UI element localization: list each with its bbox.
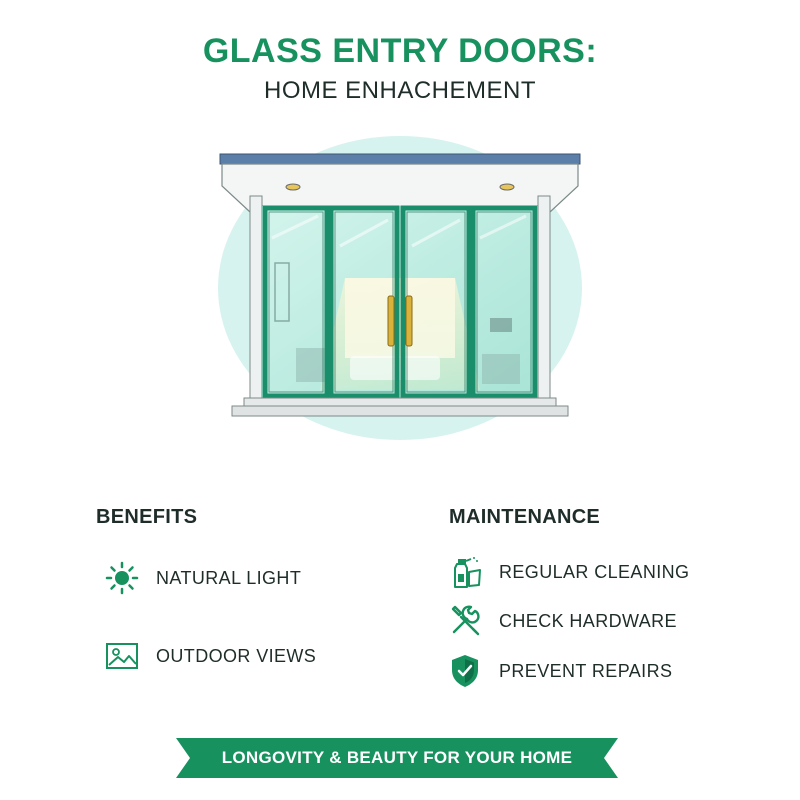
chair-left <box>296 348 326 382</box>
wall-art <box>274 262 290 322</box>
maintenance-item-check-hardware: CHECK HARDWARE <box>447 603 677 639</box>
maintenance-item-regular-cleaning: REGULAR CLEANING <box>447 554 689 590</box>
roof <box>219 153 581 165</box>
maintenance-heading: MAINTENANCE <box>449 506 601 528</box>
spray-bottle-icon <box>447 554 483 590</box>
benefit-item-natural-light: NATURAL LIGHT <box>104 560 301 596</box>
base-step <box>231 405 569 417</box>
door-handle-left <box>387 295 395 347</box>
canopy <box>221 163 579 213</box>
maintenance-label: REGULAR CLEANING <box>499 561 690 582</box>
banner-ribbon <box>176 738 618 778</box>
side-cabinet <box>482 354 520 384</box>
landscape-icon <box>104 638 140 674</box>
threshold <box>243 397 557 407</box>
tv <box>490 318 512 332</box>
banner-text: LONGOVITY & BEAUTY FOR YOUR HOME <box>221 748 573 767</box>
sun-icon <box>104 560 140 596</box>
wall-left <box>249 195 263 409</box>
tools-icon <box>447 603 483 639</box>
page-subtitle: HOME ENHACHEMENT <box>263 77 536 104</box>
shield-check-icon <box>447 653 483 689</box>
door-handle-right <box>405 295 413 347</box>
ceiling-light-right <box>499 183 515 191</box>
benefit-label: NATURAL LIGHT <box>156 567 302 588</box>
benefit-item-outdoor-views: OUTDOOR VIEWS <box>104 638 316 674</box>
maintenance-item-prevent-repairs: PREVENT REPAIRS <box>447 653 672 689</box>
wall-right <box>537 195 551 409</box>
ceiling-light-left <box>285 183 301 191</box>
maintenance-label: PREVENT REPAIRS <box>499 660 673 681</box>
benefits-heading: BENEFITS <box>96 506 198 528</box>
page-title: GLASS ENTRY DOORS: <box>202 32 598 70</box>
door-frames <box>262 205 538 399</box>
maintenance-label: CHECK HARDWARE <box>499 610 677 631</box>
glass-door-illustration <box>218 136 582 440</box>
benefit-label: OUTDOOR VIEWS <box>156 645 317 666</box>
